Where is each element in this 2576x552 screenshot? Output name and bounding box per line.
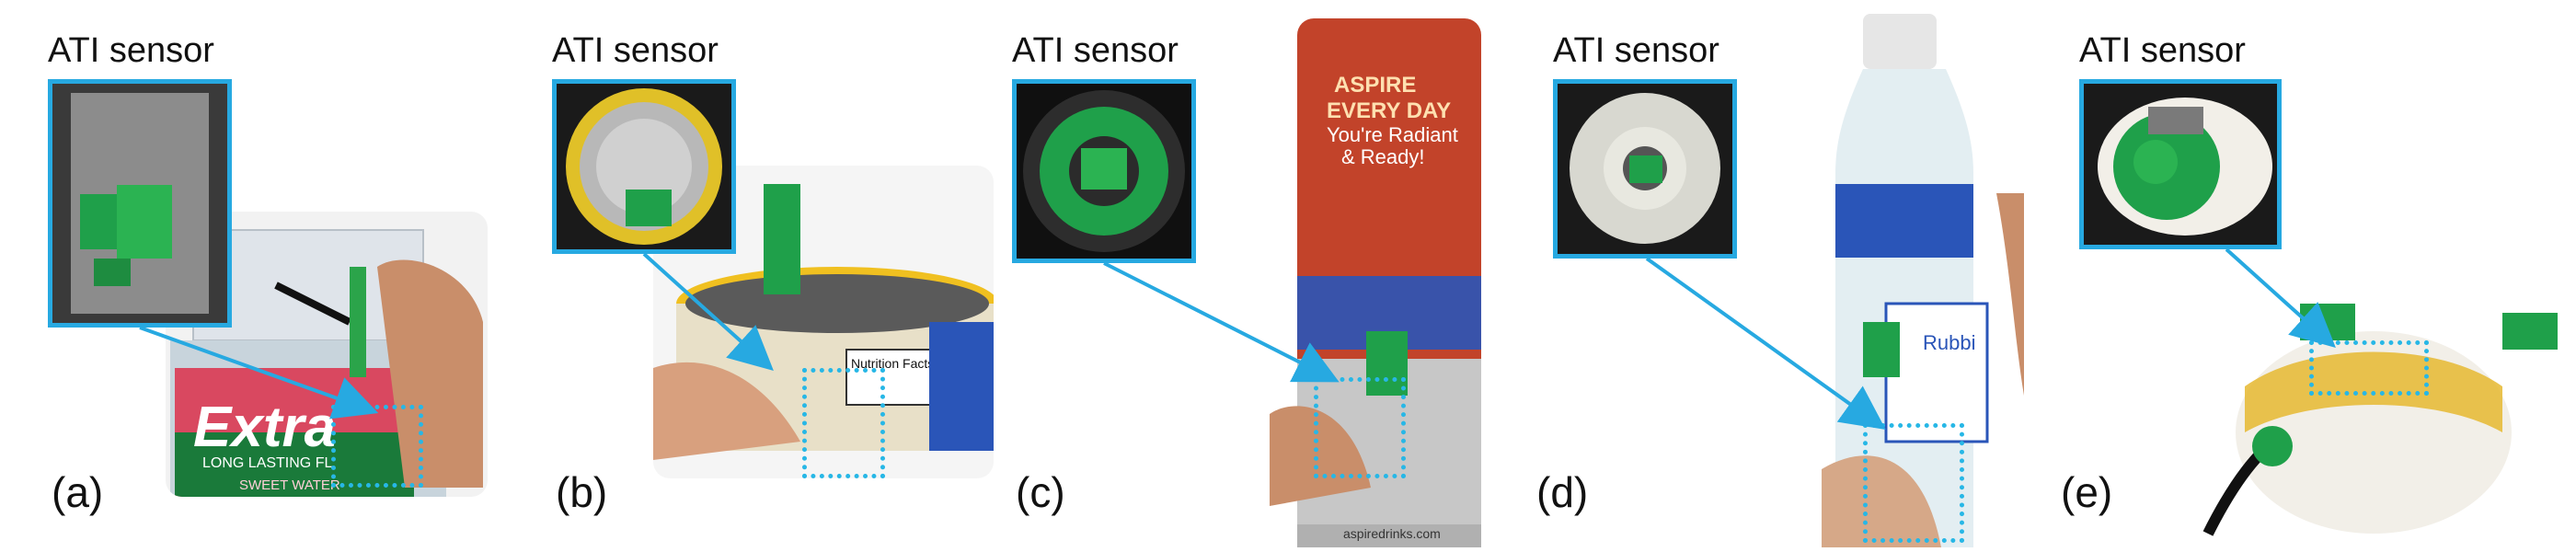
- drink-can-photo: ASPIRE EVERY DAY You're Radiant & Ready!…: [1270, 9, 1509, 547]
- can-line4: & Ready!: [1341, 145, 1425, 168]
- bottle-label-text: Rubbi: [1923, 331, 1975, 354]
- can-bottom-text: aspiredrinks.com: [1343, 526, 1441, 541]
- panel-letter: (a): [52, 468, 104, 516]
- sensor-label: ATI sensor: [48, 31, 214, 70]
- gum-brand-text: Extra: [193, 396, 336, 459]
- sensor-label: ATI sensor: [1012, 31, 1179, 70]
- gum-sub-text: LONG LASTING FL: [202, 455, 332, 471]
- inset-image: [52, 84, 227, 323]
- inset-image: [1017, 84, 1191, 259]
- nutrition-text: Nutrition Facts Se: [851, 356, 953, 371]
- panel-e: ATI sensor (e): [2042, 0, 2576, 552]
- sensor-label: ATI sensor: [2079, 31, 2246, 70]
- contact-region-box: [2309, 340, 2429, 396]
- sensor-label: ATI sensor: [1553, 31, 1719, 70]
- sensor-label: ATI sensor: [552, 31, 719, 70]
- inset-image: [2084, 84, 2277, 245]
- sensor-inset: [1012, 79, 1196, 263]
- contact-region-box: [1863, 423, 1964, 543]
- inset-image: [557, 84, 731, 249]
- contact-region-box: [1314, 377, 1406, 478]
- gum-flavor-text: SWEET WATER: [239, 477, 340, 493]
- panel-letter: (d): [1536, 468, 1589, 516]
- panel-letter: (e): [2061, 468, 2113, 516]
- contact-region-box: [331, 405, 423, 488]
- sensor-inset: [2079, 79, 2282, 249]
- inset-image: [1558, 84, 1732, 254]
- sensor-inset: [552, 79, 736, 254]
- panel-c: ATI sensor ASPIRE EVERY DAY You're Radia…: [1012, 0, 1527, 552]
- sensor-inset: [1553, 79, 1737, 259]
- panel-letter: (b): [556, 468, 608, 516]
- sensor-inset: [48, 79, 232, 328]
- can-line1: ASPIRE: [1334, 73, 1416, 98]
- contact-region-box: [802, 368, 885, 478]
- panel-b: ATI sensor Nutrition Facts Se (b): [515, 0, 1012, 552]
- panel-a: ATI sensor Extra LONG LASTING FL SWEET W…: [0, 0, 515, 552]
- can-line2: EVERY DAY: [1327, 98, 1451, 123]
- panel-letter: (c): [1016, 468, 1065, 516]
- can-line3: You're Radiant: [1327, 123, 1458, 146]
- panel-d: ATI sensor Rubbi (d): [1527, 0, 2042, 552]
- ball-photo: [2199, 276, 2567, 547]
